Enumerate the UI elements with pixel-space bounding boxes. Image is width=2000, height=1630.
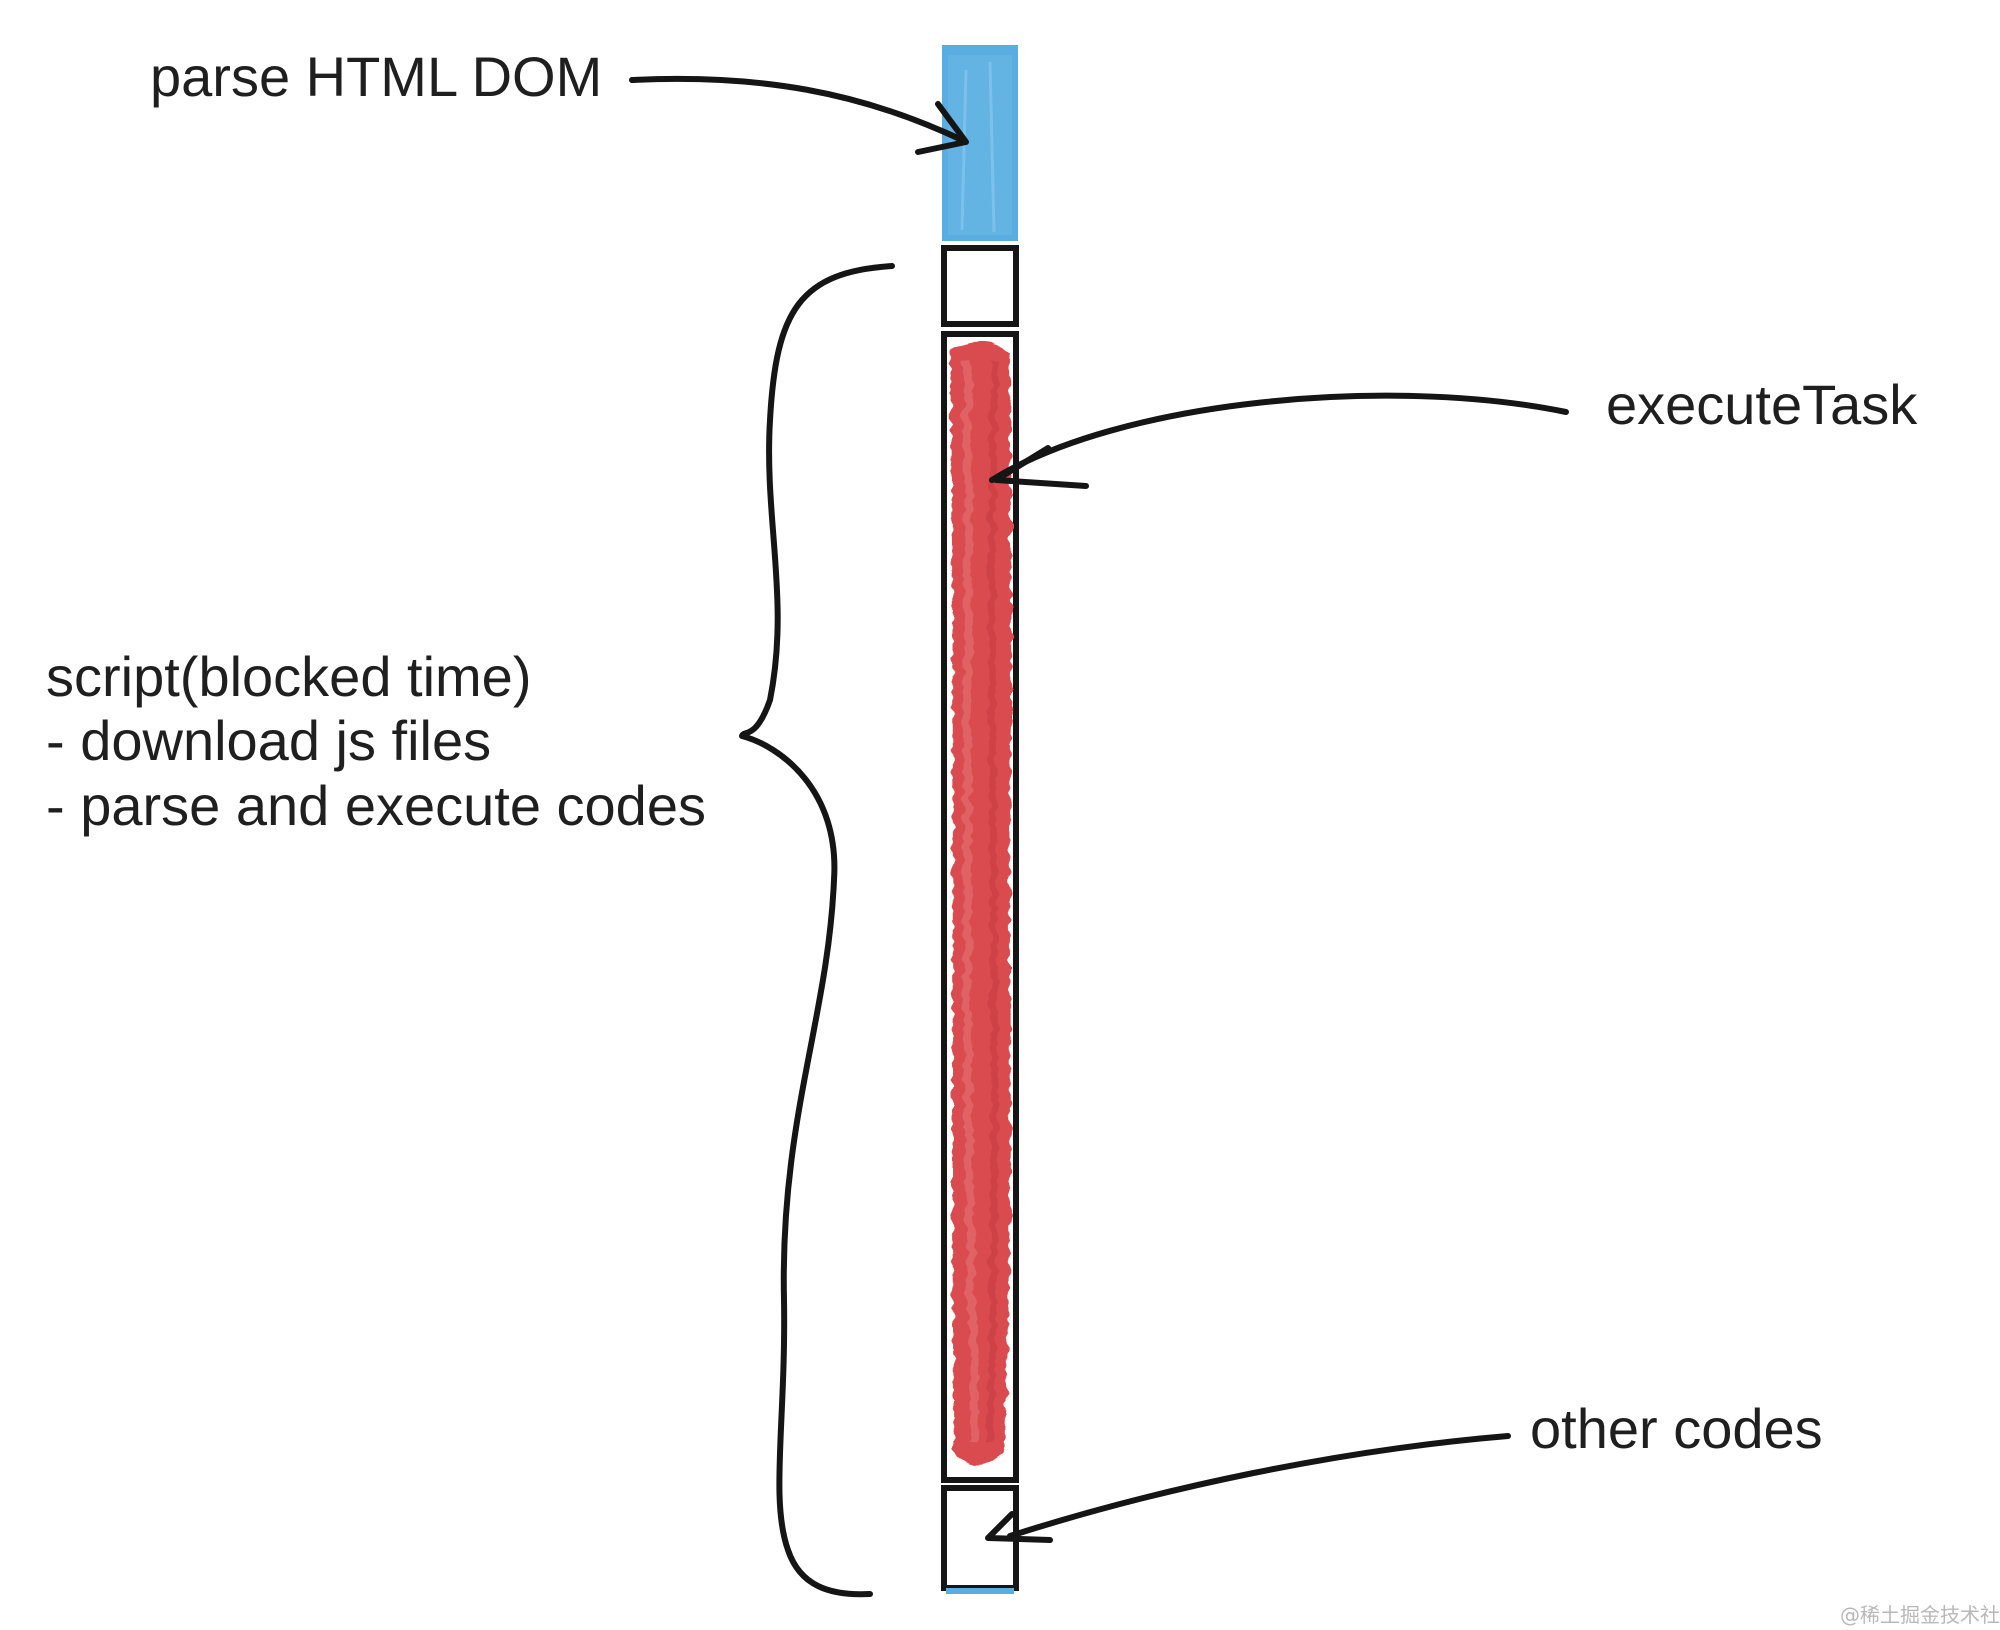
bottom-blue-sliver bbox=[946, 1588, 1014, 1594]
parse-html-label: parse HTML DOM bbox=[150, 45, 602, 108]
other-codes-arrow bbox=[985, 1433, 1511, 1543]
execute-task-label: executeTask bbox=[1606, 373, 1918, 436]
execute-task-segment bbox=[950, 341, 1012, 1466]
script-step-parse-label: - parse and execute codes bbox=[46, 774, 706, 837]
parse-html-arrow bbox=[629, 75, 969, 155]
script-step-download-label: - download js files bbox=[46, 709, 491, 772]
other-codes-label: other codes bbox=[1530, 1397, 1823, 1460]
curly-brace bbox=[739, 263, 895, 1598]
execute-task-arrow bbox=[989, 392, 1569, 489]
script-title-label: script(blocked time) bbox=[46, 645, 531, 708]
watermark: @稀土掘金技术社区 bbox=[1840, 1603, 2000, 1627]
empty-segment bbox=[941, 245, 1019, 327]
parse-html-segment bbox=[942, 45, 1018, 241]
